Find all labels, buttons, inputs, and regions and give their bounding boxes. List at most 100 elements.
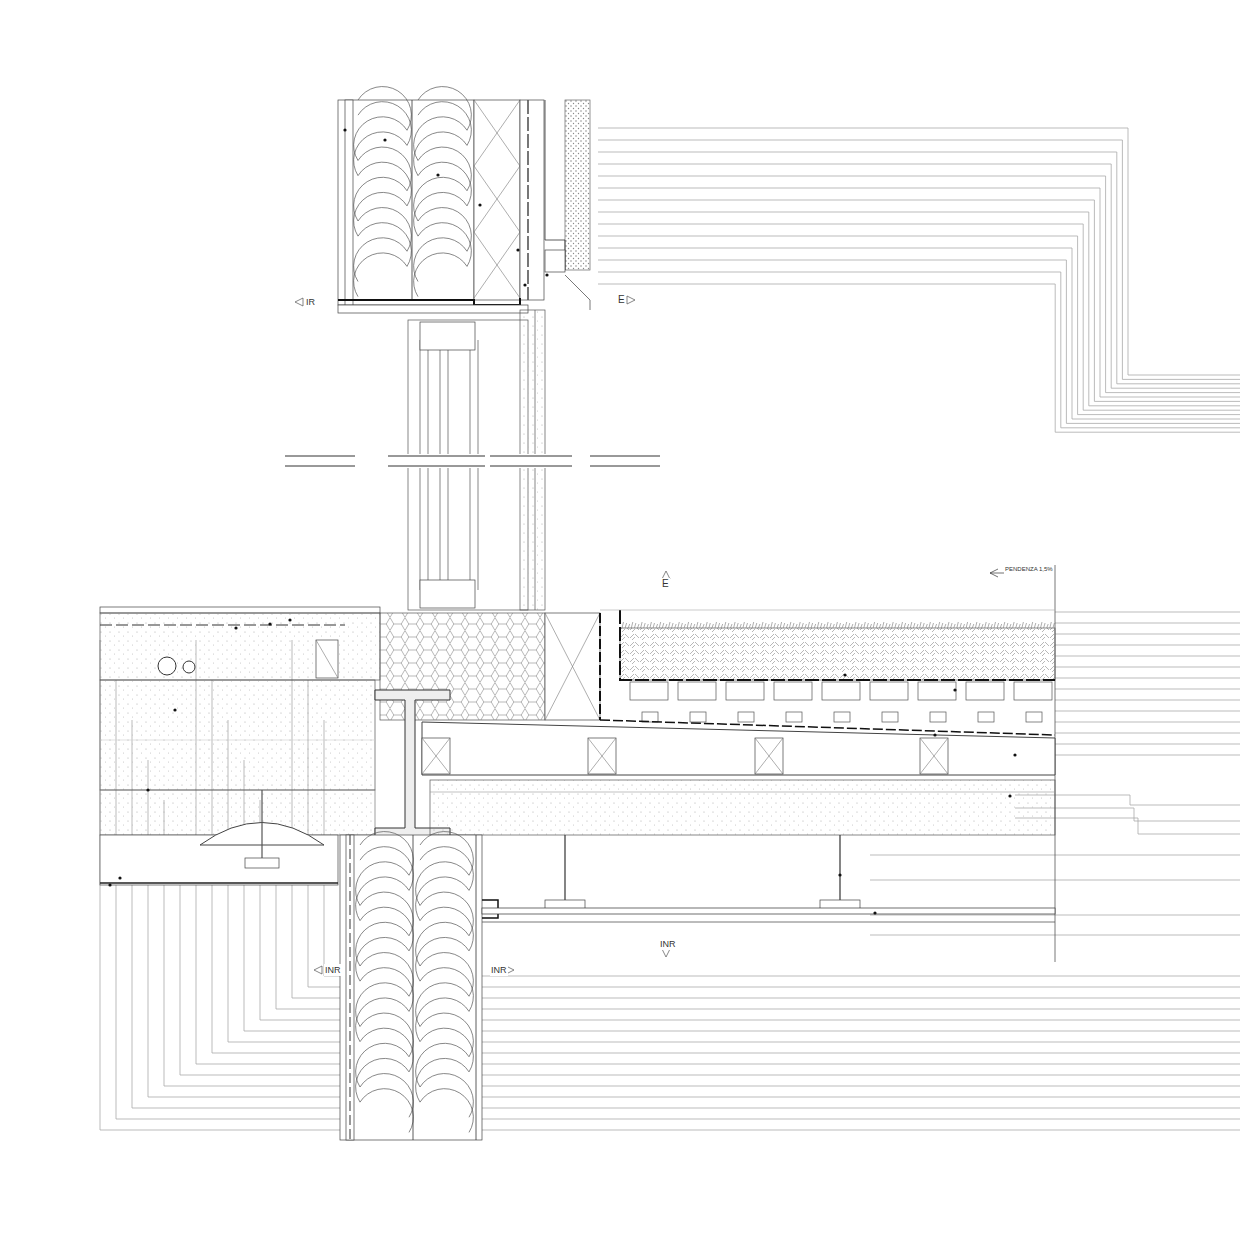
leader-dot xyxy=(478,203,481,206)
timber-cross xyxy=(474,232,520,298)
leader-line xyxy=(100,640,1240,1130)
leader-line xyxy=(598,260,1240,423)
leader-dot xyxy=(1008,794,1011,797)
drainage-foot xyxy=(834,712,850,722)
drainage-foot xyxy=(1026,712,1042,722)
leader-line xyxy=(598,284,1240,432)
flashing-line xyxy=(545,100,565,270)
ceiling-clip xyxy=(245,858,279,868)
window-profile xyxy=(420,580,475,608)
slab-line xyxy=(100,740,375,741)
timber-cross xyxy=(755,738,783,774)
timber-cross xyxy=(474,166,520,232)
leader-line xyxy=(1055,623,1240,624)
leader-line xyxy=(1055,744,1240,745)
direction-triangle xyxy=(295,298,303,306)
leader-line xyxy=(598,248,1240,419)
stud-line xyxy=(476,835,477,1140)
leader-line xyxy=(1055,722,1240,723)
direction-triangle xyxy=(662,949,670,957)
direction-triangle xyxy=(627,296,635,304)
insulation-symbol xyxy=(356,832,414,1133)
leader-dot xyxy=(843,673,846,676)
hanger-line xyxy=(564,835,565,900)
leader-line xyxy=(1055,678,1240,679)
stud-line xyxy=(413,835,414,1140)
side-marker: INR xyxy=(659,938,677,950)
leader-dot xyxy=(953,688,956,691)
slope-arrow xyxy=(990,569,998,577)
side-marker: E xyxy=(661,578,670,590)
leader-line xyxy=(1055,700,1240,701)
window-profile xyxy=(420,322,475,350)
break-line xyxy=(388,456,485,457)
board-layer xyxy=(346,835,354,1140)
timber-block xyxy=(316,640,338,678)
leader-line xyxy=(1055,689,1240,690)
side-marker: IR xyxy=(305,296,316,308)
leader-dot xyxy=(1013,753,1016,756)
drainage-cup xyxy=(870,682,908,700)
timber-cross xyxy=(474,232,520,298)
leader-line xyxy=(598,224,1240,410)
timber-cross xyxy=(588,738,616,774)
insulation-symbol xyxy=(354,87,412,297)
leader-dot xyxy=(523,283,526,286)
leader-line xyxy=(1055,667,1240,668)
leader-line xyxy=(598,128,1240,375)
section-parts xyxy=(100,87,1055,1140)
leader-dot xyxy=(288,618,291,621)
break-line xyxy=(490,466,572,467)
timber-joist xyxy=(588,738,616,774)
drainage-foot xyxy=(786,712,802,722)
leader-dot xyxy=(436,173,439,176)
break-line xyxy=(590,466,660,467)
break-line xyxy=(490,456,572,457)
insulation-symbol xyxy=(414,87,472,297)
timber-cross xyxy=(545,613,600,720)
ceiling-line xyxy=(482,922,1055,923)
leader-dot xyxy=(268,622,271,625)
drainage-cup xyxy=(774,682,812,700)
leader-dot xyxy=(838,873,841,876)
vapour-line xyxy=(350,835,351,1140)
drainage-foot xyxy=(882,712,898,722)
leader-line xyxy=(598,272,1240,428)
render-layer xyxy=(565,100,590,270)
timber-cross xyxy=(588,738,616,774)
sloped-deck xyxy=(422,722,1055,775)
lintel-block xyxy=(545,250,565,272)
hanger-line xyxy=(261,790,262,860)
leader-line xyxy=(598,200,1240,401)
concrete-slab xyxy=(430,780,1055,835)
wall-layer xyxy=(338,100,474,305)
leader-line xyxy=(1055,755,1240,756)
leader-dot xyxy=(234,626,237,629)
leader-dot xyxy=(545,273,548,276)
drainage-foot xyxy=(738,712,754,722)
ceiling-board xyxy=(100,882,338,884)
leader-line xyxy=(1055,733,1240,734)
leader-line xyxy=(598,188,1240,397)
waterproofing xyxy=(620,610,1055,680)
timber-cross xyxy=(316,640,338,678)
top-line xyxy=(600,610,1055,611)
insulation-symbol xyxy=(416,832,474,1133)
leader-line xyxy=(598,236,1240,415)
screed-layer xyxy=(100,613,380,680)
pipe-symbol xyxy=(158,657,176,675)
leader-line xyxy=(1055,612,1240,613)
break-line xyxy=(590,456,660,457)
leader-line xyxy=(1055,634,1240,635)
slope-note: PENDENZA 1,5% xyxy=(1004,563,1054,575)
break-line xyxy=(388,466,485,467)
drainage-cup xyxy=(966,682,1004,700)
drainage-cup xyxy=(678,682,716,700)
leader-dot xyxy=(146,788,149,791)
side-marker: INR xyxy=(490,964,508,976)
leader-dot xyxy=(343,128,346,131)
timber-joist xyxy=(920,738,948,774)
timber-joist xyxy=(422,738,450,774)
